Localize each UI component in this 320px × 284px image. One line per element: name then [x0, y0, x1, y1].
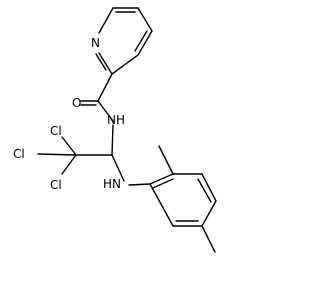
bond-pyridine-c5-n — [98, 52, 113, 75]
bond-phenyl-c3-c4-inner — [197, 178, 212, 203]
bond-pyridine-c5-n-inner — [95, 53, 107, 71]
bond-ccl3-cl-left — [37, 153, 77, 156]
bond-pyridine-c3-c4 — [137, 30, 153, 56]
bond-group — [37, 7, 217, 253]
bond-phenyl-c4-c5 — [201, 200, 217, 227]
atom-label-cl-left: Cl — [13, 147, 25, 161]
bond-ring-carbonyl — [97, 73, 113, 102]
bond-central-c-aryl-n — [111, 154, 125, 182]
bond-methyl-top — [158, 145, 174, 175]
bond-phenyl-c1-c2-inner — [152, 178, 174, 189]
bond-pyridine-c3-c4-inner — [134, 30, 148, 52]
atom-label-carbonyl-o: O — [72, 96, 81, 110]
bond-methyl-bottom — [201, 225, 216, 253]
bond-pyridine-c2-c3 — [137, 7, 153, 32]
bond-pyridine-c4-c5 — [111, 54, 139, 75]
bond-amide-n-central-c — [111, 124, 114, 156]
bond-pyridine-n-c1 — [98, 7, 114, 34]
atom-label-aryl-nh: HN — [103, 177, 121, 191]
bond-phenyl-c1-c2 — [149, 173, 174, 185]
atom-label-pyridine-n: N — [91, 36, 100, 50]
bond-carbonyl-amide-n — [97, 100, 114, 122]
bond-ccl3-cl-bottom — [61, 154, 77, 175]
bond-phenyl-c3-c4 — [201, 173, 217, 202]
atom-label-cl-top: Cl — [50, 124, 62, 138]
bond-ccl3-cl-top — [61, 136, 77, 156]
chemical-structure-diagram: N O NH HN Cl Cl Cl — [13, 7, 217, 253]
atom-label-amide-nh: NH — [107, 113, 125, 127]
bond-aryl-n-ring — [128, 183, 151, 186]
atom-label-cl-bottom: Cl — [50, 178, 62, 192]
bond-phenyl-c6-c1 — [149, 183, 174, 227]
atom-labels: N O NH HN Cl Cl Cl — [13, 36, 125, 192]
